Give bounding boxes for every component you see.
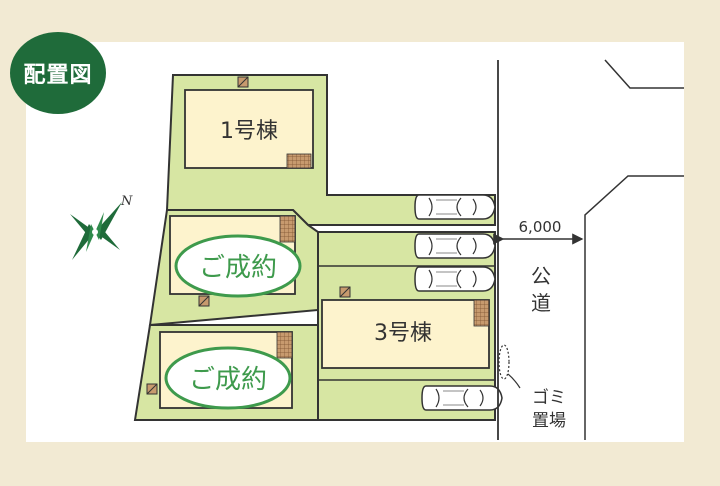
garbage-station-marker xyxy=(498,344,510,380)
deck-tile xyxy=(473,299,490,327)
building-1-label: 1号棟 xyxy=(220,119,278,144)
compass-icon xyxy=(70,202,122,260)
deck-tile xyxy=(279,215,296,243)
road-far-edge xyxy=(584,175,684,440)
car-icon xyxy=(414,233,496,259)
building-3-label: 3号棟 xyxy=(374,321,432,346)
building-3 xyxy=(321,299,490,369)
car-icon xyxy=(414,194,496,220)
road-width-label: 6,000 xyxy=(519,218,562,236)
road-label-line2: 道 xyxy=(531,291,551,315)
car-icon xyxy=(421,385,503,411)
sold-badge xyxy=(164,346,292,410)
deck-tile xyxy=(276,331,293,359)
plan-title-badge: 配置図 xyxy=(10,32,106,114)
car-icon xyxy=(414,266,496,292)
deck-tile xyxy=(286,153,312,169)
sold-badge xyxy=(174,234,302,298)
sold-badge-text: ご成約 xyxy=(199,253,277,283)
road-label-line1: 公 xyxy=(531,264,551,288)
compass-north-label: N xyxy=(120,194,133,209)
garbage-label-line1: ゴミ xyxy=(532,387,566,408)
garbage-label-line2: 置場 xyxy=(532,411,566,431)
sold-badge-text: ご成約 xyxy=(189,365,267,395)
road-far-edge xyxy=(604,59,684,89)
garbage-leader-line xyxy=(507,373,521,389)
